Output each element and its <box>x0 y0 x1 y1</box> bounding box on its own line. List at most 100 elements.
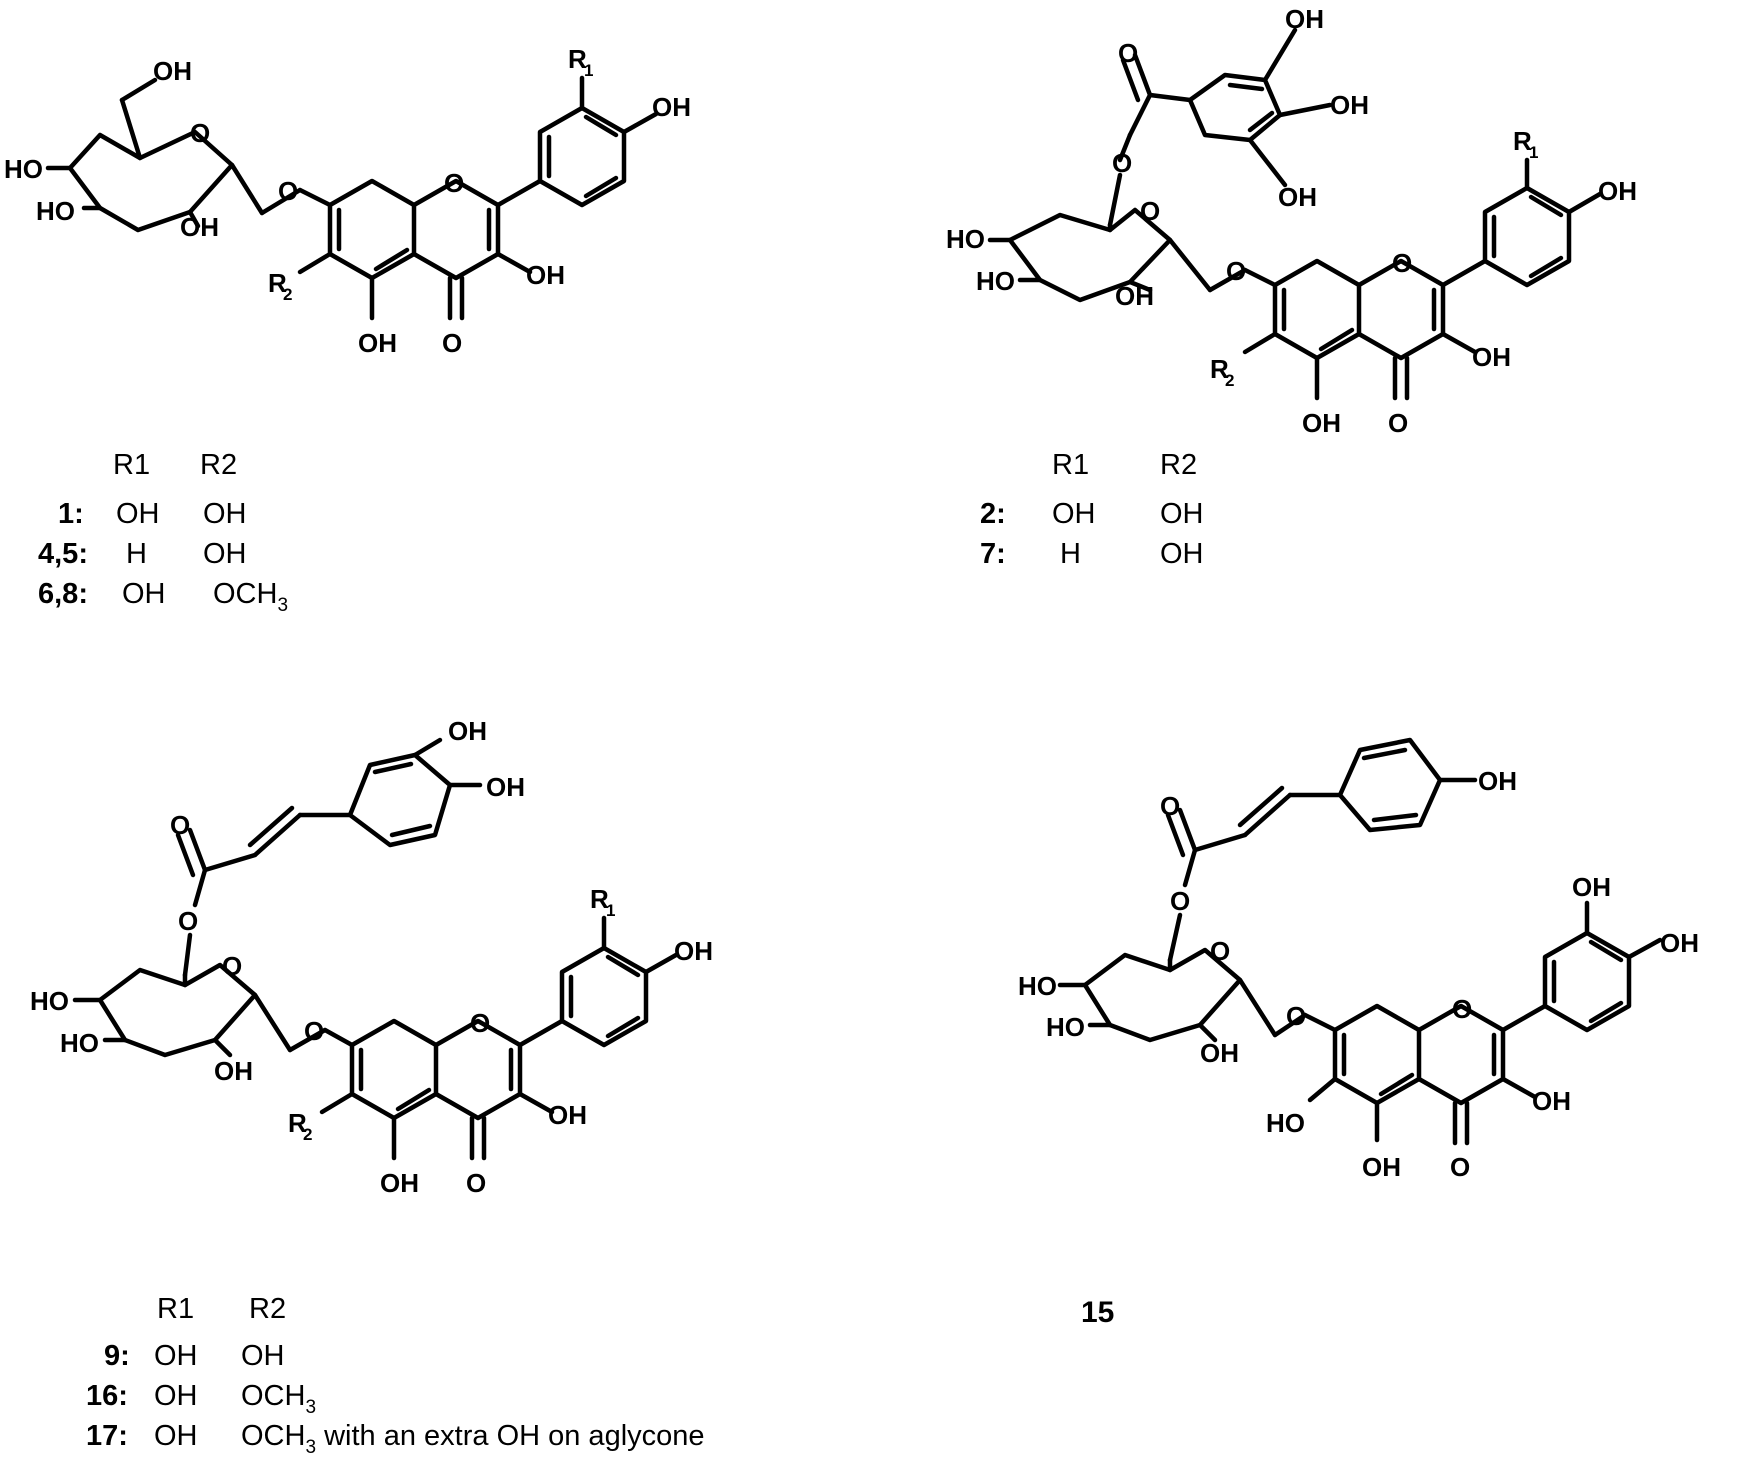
atom-label: OH <box>1472 342 1511 372</box>
atom-label: OH <box>1200 1038 1239 1068</box>
atom-label: O <box>222 951 242 981</box>
atom-label: O <box>1392 248 1412 278</box>
atom-label: OH <box>486 772 525 802</box>
atom-label: O <box>190 118 210 148</box>
atom-label: O <box>1210 936 1230 966</box>
r1-value: H <box>126 538 147 570</box>
atom-label: OH <box>180 212 219 242</box>
column-header-r2: R2 <box>249 1293 287 1325</box>
compound-id: 16: <box>86 1380 128 1412</box>
atom-label: R <box>568 44 587 74</box>
atom-label: OH <box>1532 1086 1571 1116</box>
atom-label: R <box>590 884 609 914</box>
structure-1: OH HO O HO OH O O R 2 OH O OH R 1 OH <box>4 44 691 358</box>
compound-id: 17: <box>86 1420 128 1452</box>
atom-label: OH <box>448 716 487 746</box>
compound-id: 9: <box>104 1340 130 1372</box>
column-header-r1: R1 <box>157 1293 195 1325</box>
atom-label: HO <box>4 154 43 184</box>
atom-label: OH <box>214 1056 253 1086</box>
atom-subscript: 1 <box>1529 143 1538 162</box>
compound-id: 7: <box>980 538 1006 570</box>
atom-label: R <box>1210 354 1229 384</box>
atom-label: OH <box>1115 281 1154 311</box>
atom-label: HO <box>976 266 1015 296</box>
column-header-r2: R2 <box>200 449 238 481</box>
r1-value: OH <box>116 498 160 530</box>
atom-label: OH <box>1285 4 1324 34</box>
r1-value: OH <box>154 1380 198 1412</box>
atom-label: HO <box>1046 1012 1085 1042</box>
r2-value: OCH3 <box>241 1380 317 1418</box>
structure-2: O OH OH OH O HO O HO OH O O R 2 OH O OH … <box>946 4 1637 438</box>
atom-label: OH <box>548 1100 587 1130</box>
r2-value: OH <box>241 1340 285 1372</box>
atom-label: OH <box>1278 182 1317 212</box>
atom-label: OH <box>1330 90 1369 120</box>
atom-label: OH <box>1660 928 1699 958</box>
atom-label: O <box>1388 408 1408 438</box>
atom-label: O <box>442 328 462 358</box>
r1-value: OH <box>154 1340 198 1372</box>
atom-label: O <box>178 906 198 936</box>
atom-label: O <box>1226 256 1246 286</box>
atom-label: R <box>268 268 287 298</box>
atom-subscript: 1 <box>584 61 593 80</box>
atom-label: OH <box>652 92 691 122</box>
r2-value: OCH3 <box>213 578 289 616</box>
atom-label: HO <box>1018 971 1057 1001</box>
atom-label: O <box>444 168 464 198</box>
atom-label: O <box>304 1016 324 1046</box>
atom-label: O <box>1452 994 1472 1024</box>
atom-label: O <box>170 810 190 840</box>
atom-label: OH <box>526 260 565 290</box>
r2-value: OH <box>203 498 247 530</box>
r1-value: OH <box>154 1420 198 1452</box>
atom-label: HO <box>36 196 75 226</box>
atom-label: O <box>1140 196 1160 226</box>
r2-note: with an extra OH on aglycone <box>324 1420 705 1452</box>
atom-subscript: 2 <box>303 1125 312 1144</box>
atom-label: O <box>1450 1152 1470 1182</box>
atom-label: O <box>1286 1001 1306 1031</box>
atom-label: OH <box>380 1168 419 1198</box>
atom-label: HO <box>1266 1108 1305 1138</box>
atom-label: O <box>1112 148 1132 178</box>
atom-label: O <box>1170 886 1190 916</box>
column-header-r1: R1 <box>113 449 151 481</box>
r2-value: OH <box>203 538 247 570</box>
structure-9: OH OH O O HO O HO OH O O R 2 OH O OH R 1… <box>30 716 713 1198</box>
atom-label: R <box>288 1108 307 1138</box>
compound-id: 6,8: <box>38 578 88 610</box>
compound-id: 2: <box>980 498 1006 530</box>
r1-value: OH <box>122 578 166 610</box>
atom-label: OH <box>153 56 192 86</box>
r2-value: OH <box>1160 498 1204 530</box>
atom-label: O <box>1118 38 1138 68</box>
column-header-r2: R2 <box>1160 449 1198 481</box>
structure-15: OH O O HO O HO OH O O HO OH O OH OH OH <box>1018 737 1699 1182</box>
compound-id: 1: <box>58 498 84 530</box>
atom-label: OH <box>1598 176 1637 206</box>
atom-label: OH <box>1478 766 1517 796</box>
compound-id: 4,5: <box>38 538 88 570</box>
atom-subscript: 2 <box>1225 371 1234 390</box>
r2-value: OH <box>1160 538 1204 570</box>
atom-label: O <box>1160 791 1180 821</box>
column-header-r1: R1 <box>1052 449 1090 481</box>
atom-label: O <box>466 1168 486 1198</box>
compound-label-15: 15 <box>1081 1296 1115 1329</box>
atom-label: OH <box>1362 1152 1401 1182</box>
r1-value: H <box>1060 538 1081 570</box>
r1-value: OH <box>1052 498 1096 530</box>
atom-label: HO <box>946 224 985 254</box>
atom-label: O <box>278 176 298 206</box>
atom-label: OH <box>674 936 713 966</box>
atom-label: HO <box>30 986 69 1016</box>
atom-label: OH <box>1302 408 1341 438</box>
atom-label: O <box>470 1008 490 1038</box>
atom-label: OH <box>358 328 397 358</box>
atom-label: OH <box>1572 872 1611 902</box>
r2-value: OCH3 with an extra OH on aglycone <box>241 1420 705 1458</box>
